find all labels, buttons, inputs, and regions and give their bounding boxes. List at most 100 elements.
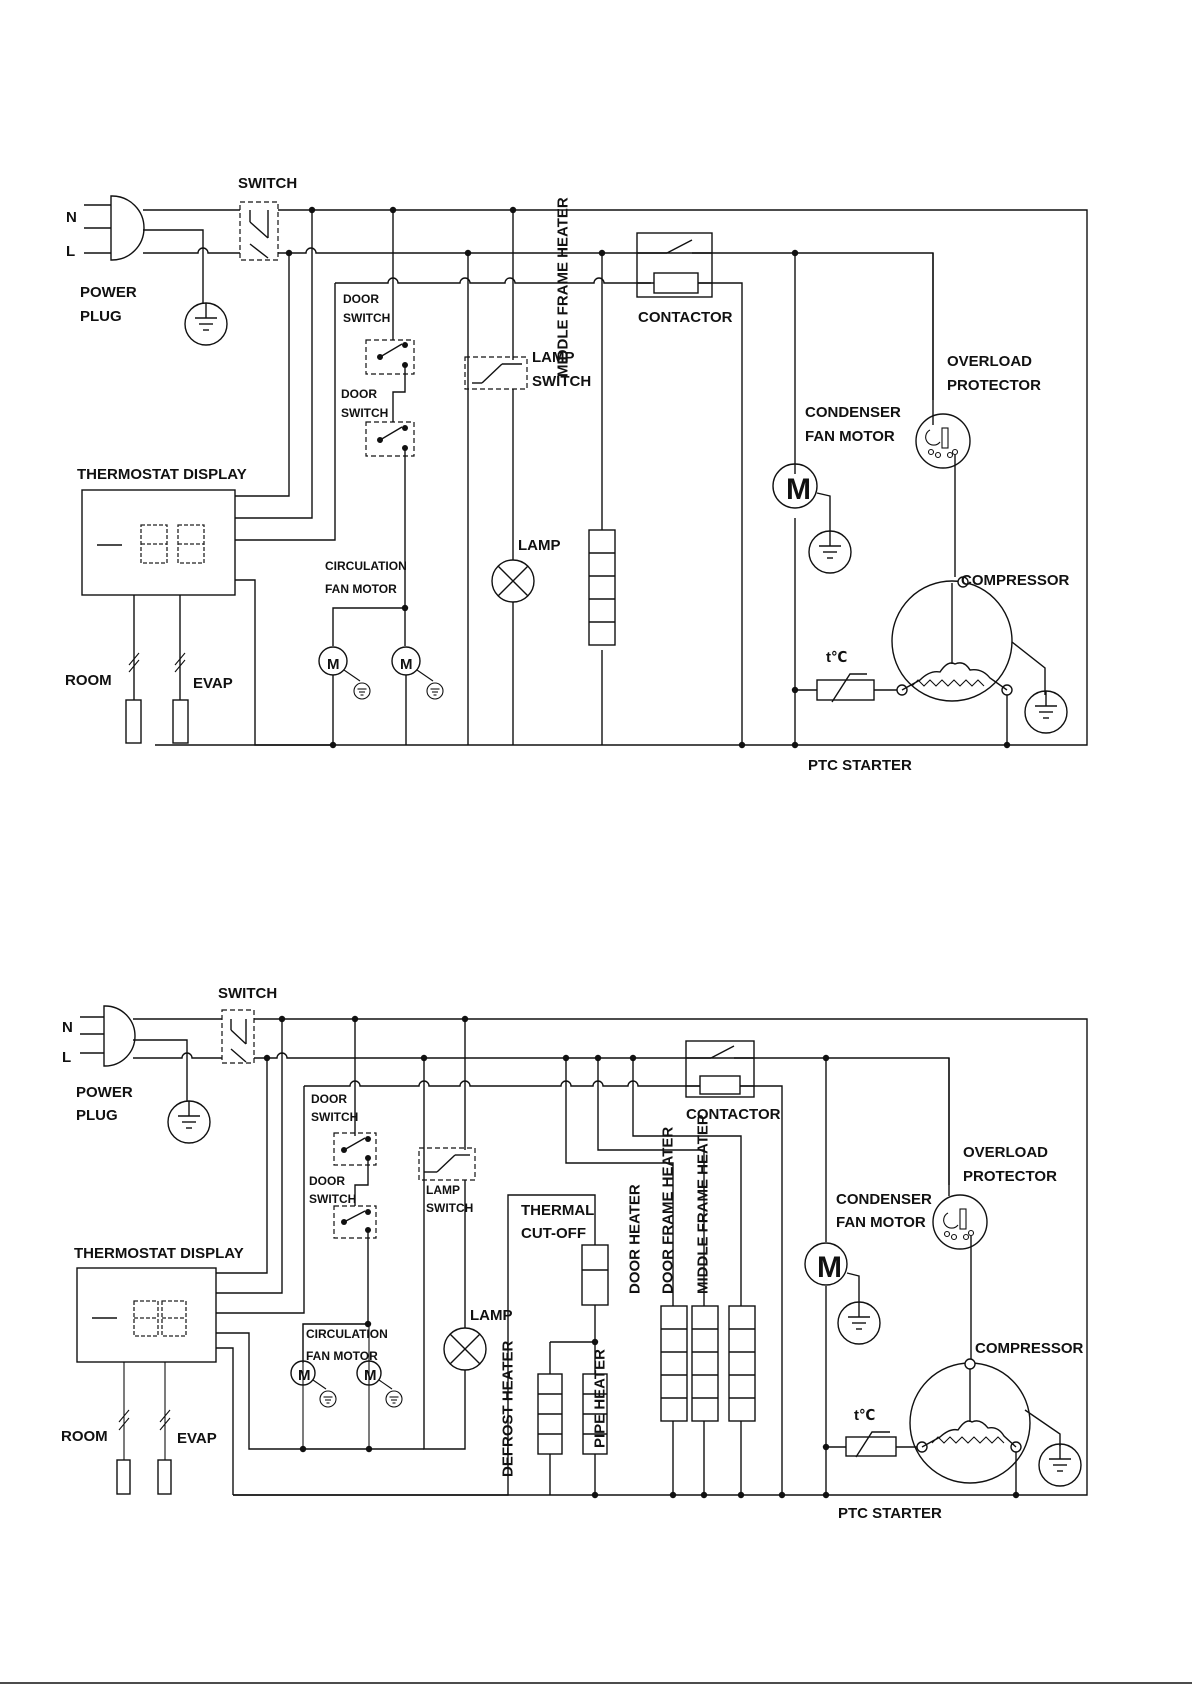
top-condenser-2: FAN MOTOR [805,428,895,445]
overload-protector [915,413,971,469]
bottom-evap-label: EVAP [177,1430,217,1447]
top-lamp-switch-b: SWITCH [532,373,591,390]
top-door-switch-2a: DOOR [341,387,377,401]
motor-icon [356,1360,382,1386]
top-ptc-label: PTC STARTER [808,757,912,774]
lamp-switch [464,356,528,390]
bottom-n-label: N [62,1019,73,1036]
overload-protector [932,1194,988,1250]
bottom-condenser-2: FAN MOTOR [836,1214,926,1231]
top-compressor-label: COMPRESSOR [961,572,1070,589]
door-switch-2 [365,421,415,457]
thermostat-display [81,489,236,596]
top-door-switch-2b: SWITCH [341,406,388,420]
top-lamp-switch-a: LAMP [532,349,575,366]
bottom-defrost-heater: DEFROST HEATER [500,1340,517,1477]
top-door-switch-1b: SWITCH [343,311,390,325]
bottom-lamp-switch-a: LAMP [426,1183,460,1197]
top-condenser-1: CONDENSER [805,404,901,421]
contactor [636,232,713,298]
bottom-middle-frame-heater: MIDDLE FRAME HEATER [695,1114,712,1294]
bottom-switch-label: SWITCH [218,985,277,1002]
bottom-door-switch-2b: SWITCH [309,1192,356,1206]
top-power-label: POWER [80,284,137,301]
top-room-label: ROOM [65,672,112,689]
heater-icon [660,1305,688,1422]
heater-icon [691,1305,719,1422]
top-thermostat-label: THERMOSTAT DISPLAY [77,466,247,483]
ground-icon [184,302,228,346]
lamp-icon [443,1327,487,1371]
top-n-label: N [66,209,77,226]
ptc-starter [816,679,875,701]
heater-icon [588,529,616,646]
bottom-door-switch-2a: DOOR [309,1174,345,1188]
bottom-plug-label: PLUG [76,1107,118,1124]
ground-icon [1038,1443,1082,1487]
bottom-lamp-label: LAMP [470,1307,513,1324]
bottom-circulation-2: FAN MOTOR [306,1349,378,1363]
top-plug-label: PLUG [80,308,122,325]
bottom-l-label: L [62,1049,71,1066]
motor-icon [804,1242,848,1286]
heater-icon [537,1373,563,1455]
top-circulation-1: CIRCULATION [325,559,407,573]
top-temp-label: t℃ [826,649,847,666]
bottom-diagram: N L POWER PLUG SWITCH DOOR SWITCH DOOR S… [61,985,1088,1522]
thermal-cutoff [581,1244,609,1306]
bottom-overload-2: PROTECTOR [963,1168,1057,1185]
switch-icon [239,201,279,261]
top-switch-label: SWITCH [238,175,297,192]
ground-icon [1024,690,1068,734]
bottom-compressor-label: COMPRESSOR [975,1340,1084,1357]
bottom-thermal-2: CUT-OFF [521,1225,586,1242]
room-sensor [116,1459,131,1495]
motor-icon [772,463,818,509]
top-diagram: N L POWER PLUG SWITCH DOOR SWITCH DOOR S… [65,175,1088,774]
top-contactor-label: CONTACTOR [638,309,733,326]
bottom-lamp-switch-b: SWITCH [426,1201,473,1215]
seven-segment-display [133,1300,187,1337]
top-door-switch-1a: DOOR [343,292,379,306]
bottom-overload-1: OVERLOAD [963,1144,1048,1161]
bottom-pipe-heater: PIPE HEATER [592,1349,609,1448]
motor-icon [290,1360,316,1386]
fan-motor-m: M [400,656,413,673]
lamp-switch [418,1147,476,1181]
room-sensor [125,699,142,744]
bottom-door-heater: DOOR HEATER [627,1184,644,1294]
switch-icon [221,1009,255,1064]
heater-icon [728,1305,756,1422]
bottom-circulation-1: CIRCULATION [306,1327,388,1341]
ground-icon [167,1100,211,1144]
top-overload-1: OVERLOAD [947,353,1032,370]
ground-icon [837,1301,881,1345]
bottom-room-label: ROOM [61,1428,108,1445]
fan-motor-m: M [327,656,340,673]
evap-sensor [172,699,189,744]
top-lamp-label: LAMP [518,537,561,554]
plug-icon [84,195,145,261]
bottom-ptc-label: PTC STARTER [838,1505,942,1522]
thermostat-display [76,1267,217,1363]
bottom-thermostat-label: THERMOSTAT DISPLAY [74,1245,244,1262]
door-switch-1 [333,1132,377,1166]
top-l-label: L [66,243,75,260]
bottom-power-label: POWER [76,1084,133,1101]
bottom-door-switch-1a: DOOR [311,1092,347,1106]
door-switch-1 [365,339,415,375]
bottom-temp-label: t℃ [854,1407,875,1424]
plug-icon [80,1005,136,1067]
condenser-motor-m: M [817,1251,842,1284]
seven-segment-display [140,524,205,564]
contactor [685,1040,755,1098]
bottom-condenser-1: CONDENSER [836,1191,932,1208]
fan-motor-m: M [298,1367,311,1384]
compressor-icon [909,1358,1031,1484]
ptc-starter [845,1436,897,1457]
top-middle-frame-heater: MIDDLE FRAME HEATER [555,197,572,377]
bottom-thermal-1: THERMAL [521,1202,594,1219]
condenser-motor-m: M [786,473,811,506]
evap-sensor [157,1459,172,1495]
